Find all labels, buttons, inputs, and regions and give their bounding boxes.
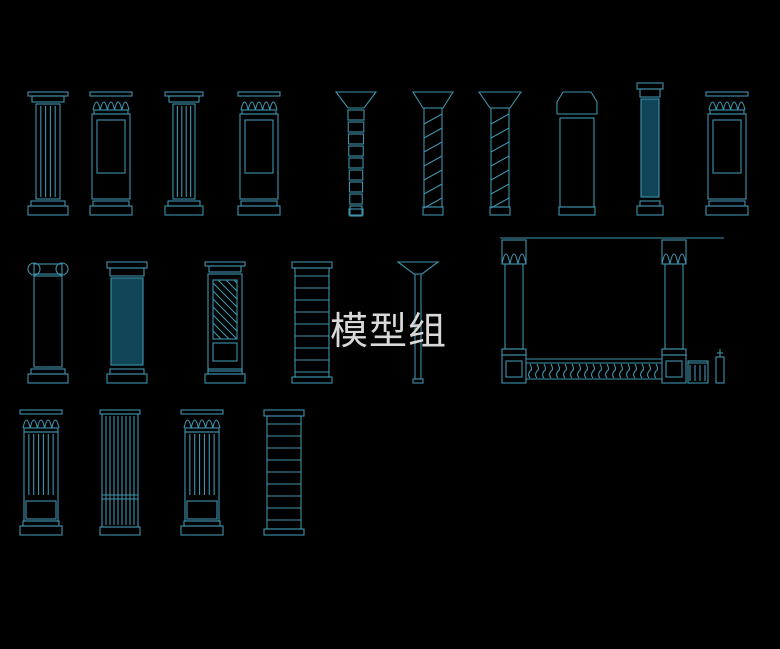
slender-column-15 [396, 261, 440, 384]
corinthian-column-17 [19, 409, 63, 536]
panel-column-4 [237, 91, 281, 216]
lattice-column-13 [204, 261, 246, 384]
ionic-column-11 [27, 262, 69, 384]
ringed-column-5 [334, 91, 378, 217]
fluted-column-3 [164, 91, 204, 216]
banded-column-14 [291, 261, 333, 384]
panel-column-2 [89, 91, 133, 216]
banded-column-20 [263, 409, 305, 536]
spiral-column-6 [412, 91, 454, 216]
solid-column-12 [106, 261, 148, 384]
spiral-column-7 [477, 91, 523, 216]
colonnade-balustrade-16 [500, 237, 725, 384]
corinthian-column-19 [180, 409, 224, 536]
block-column-8 [556, 91, 598, 216]
ribbed-column-18 [99, 409, 141, 536]
panel-column-10 [705, 91, 749, 216]
fluted-column-1 [27, 91, 69, 216]
solid-column-9 [636, 82, 664, 216]
